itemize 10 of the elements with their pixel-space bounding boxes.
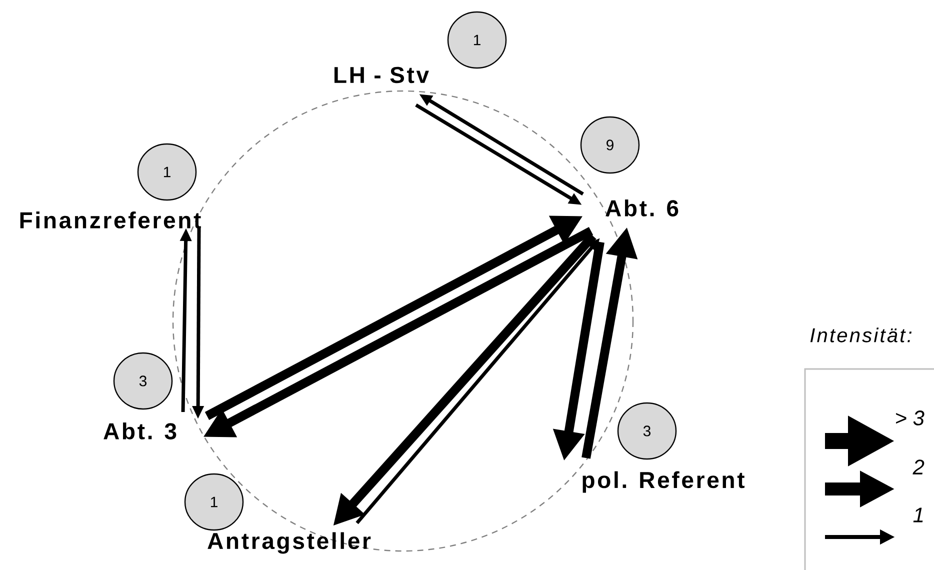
legend-title: Intensität: (810, 328, 912, 342)
node-label: Abt. 6 (606, 200, 678, 216)
node-label: Finanzreferent (20, 212, 201, 228)
legend-label: 1 (913, 508, 923, 522)
legend-label: 2 (912, 460, 924, 474)
node-label: LH - Stv (334, 66, 429, 84)
node-label: Abt. 3 (104, 422, 176, 440)
legend-label: > 3 (896, 410, 924, 426)
node-label: Antragsteller (208, 532, 371, 554)
node-label: pol. Referent (582, 471, 744, 493)
